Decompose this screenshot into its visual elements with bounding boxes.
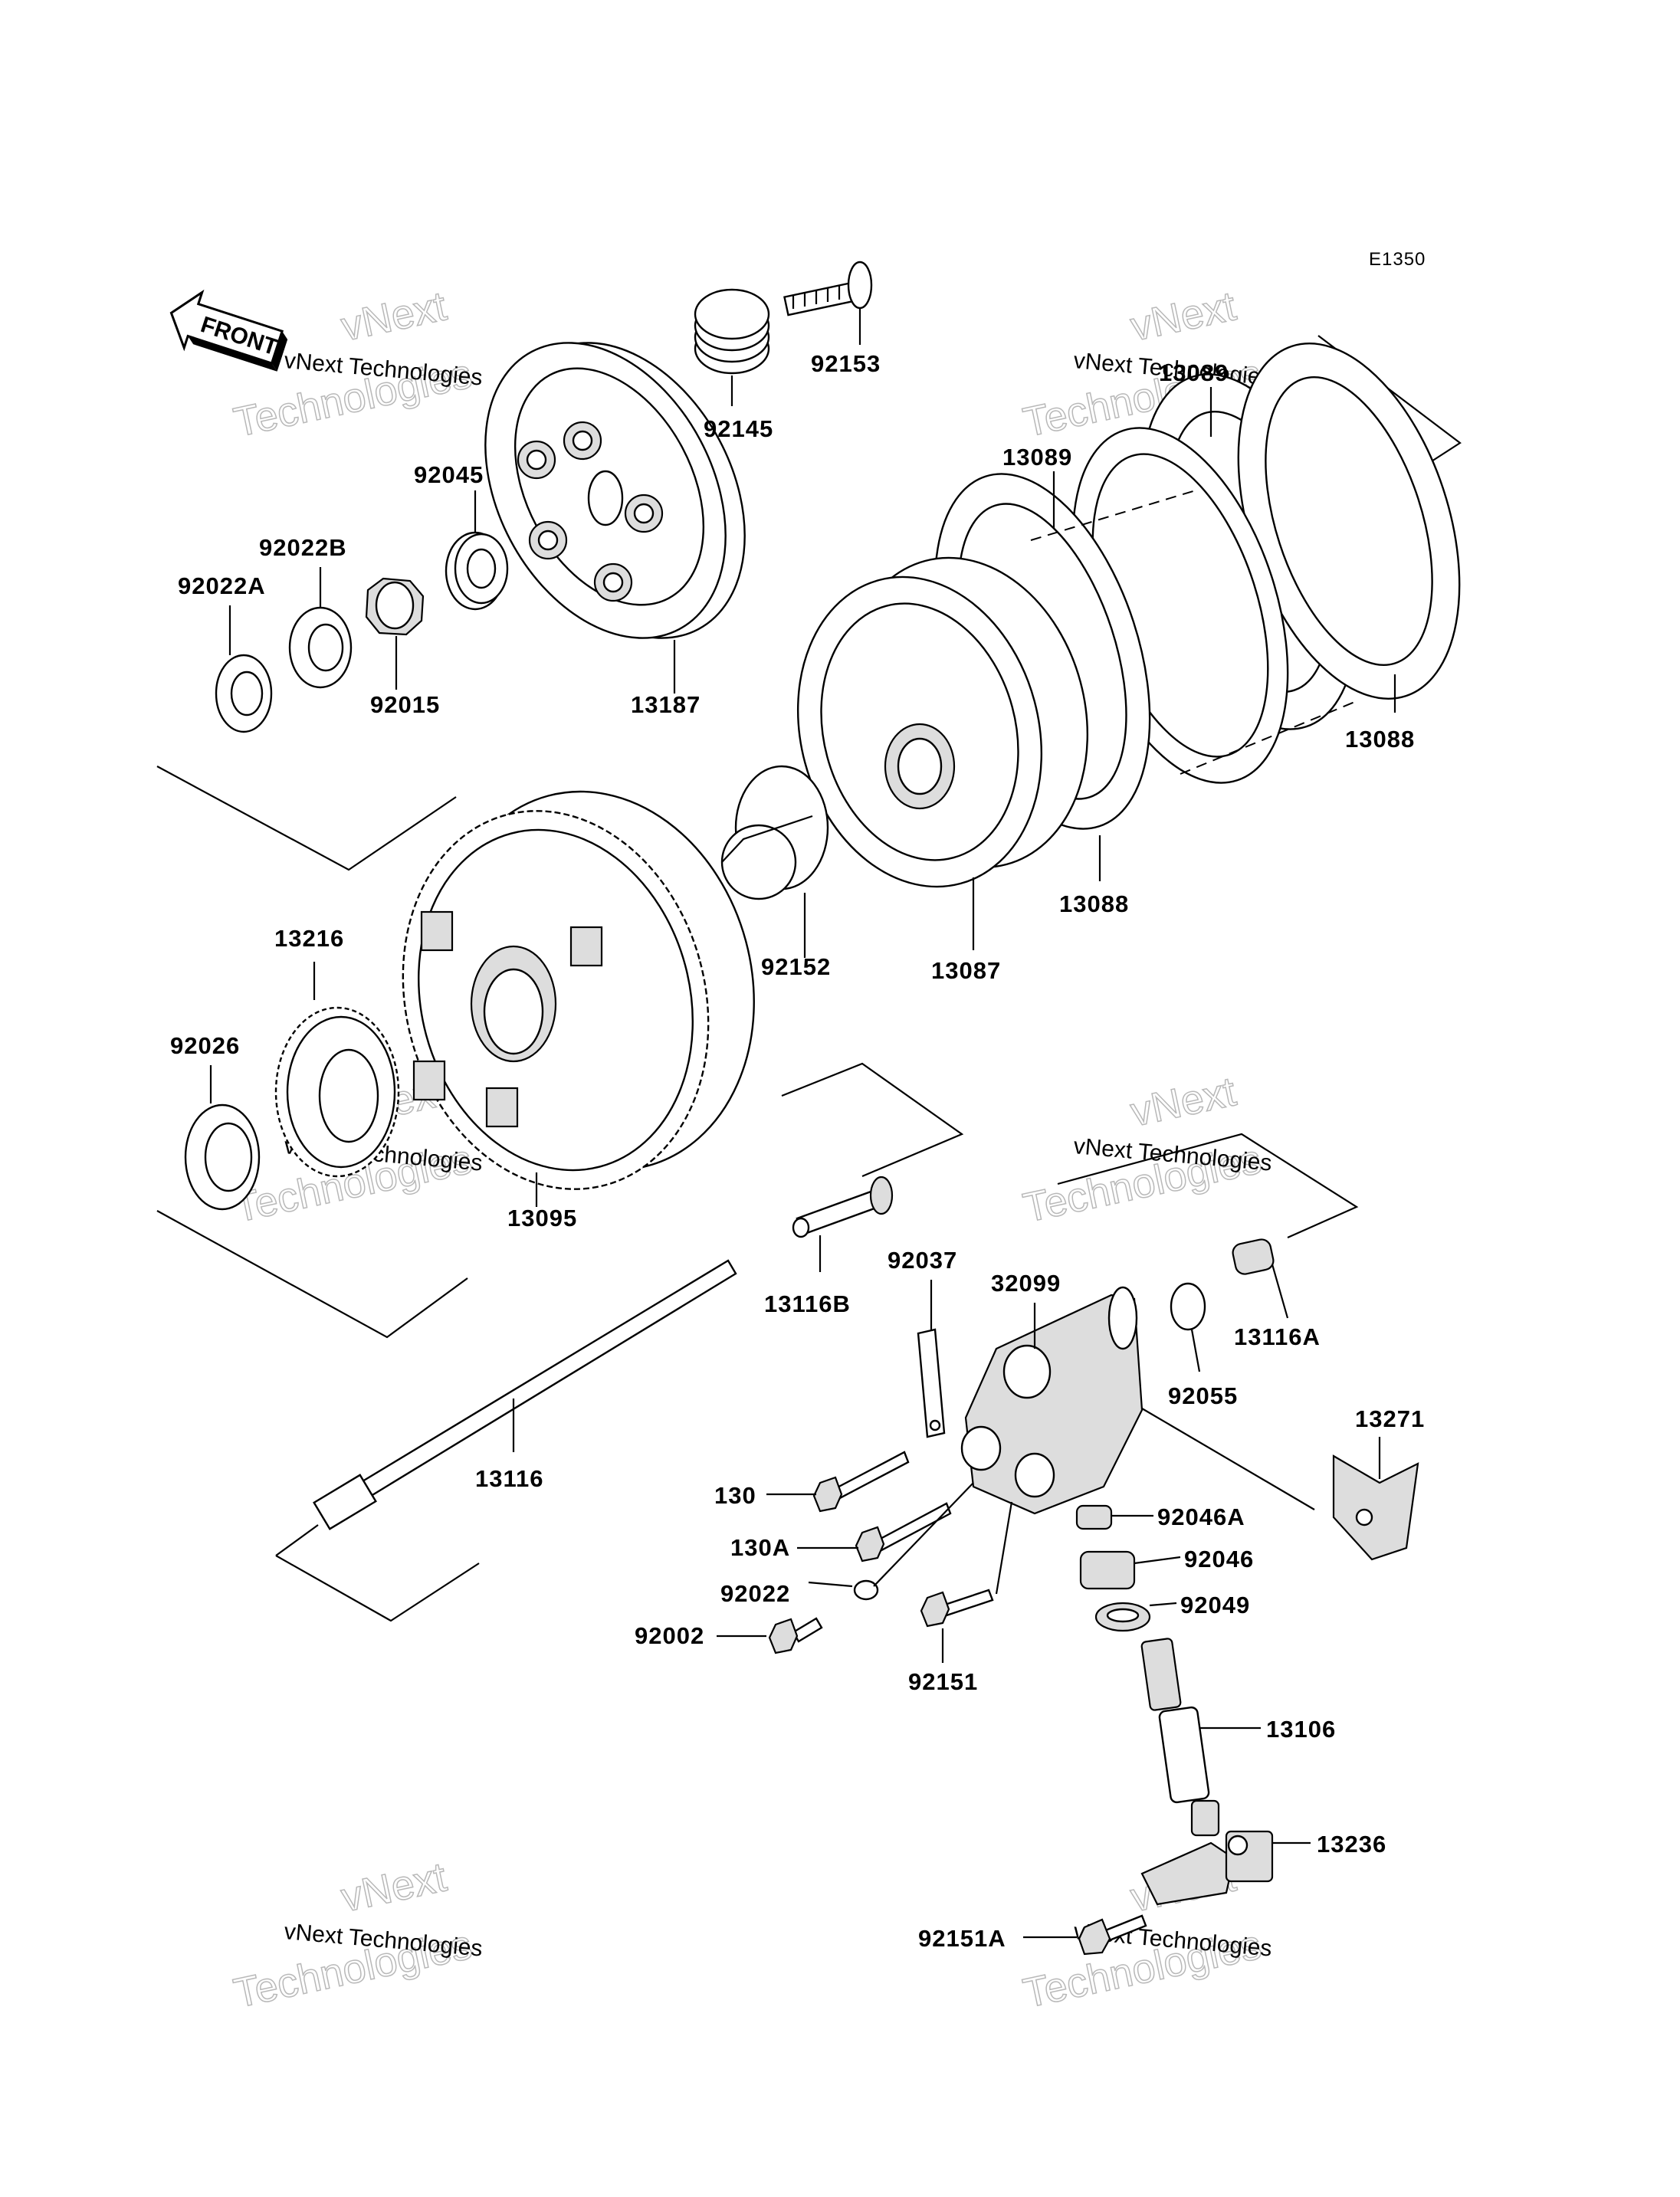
svg-text:vNext: vNext <box>337 1854 451 1920</box>
part-13116-push-rod <box>313 1259 737 1530</box>
label-92153[interactable]: 92153 <box>811 350 881 377</box>
part-92015-nut <box>365 577 425 690</box>
label-13106[interactable]: 13106 <box>1266 1716 1336 1743</box>
label-13216[interactable]: 13216 <box>274 925 344 952</box>
label-92022A[interactable]: 92022A <box>178 572 266 599</box>
part-13271-guide <box>1332 1437 1419 1561</box>
part-92045-bearing <box>445 490 509 611</box>
diagram-code: E1350 <box>1369 249 1426 270</box>
part-92145-spring <box>694 288 770 406</box>
label-13271[interactable]: 13271 <box>1355 1405 1425 1432</box>
part-92037-clamp <box>917 1280 946 1438</box>
part-92049-oil-seal <box>1094 1602 1177 1632</box>
label-92046[interactable]: 92046 <box>1184 1546 1254 1572</box>
label-92022B[interactable]: 92022B <box>259 534 347 561</box>
label-92152[interactable]: 92152 <box>761 953 831 980</box>
label-13088-right[interactable]: 13088 <box>1345 726 1415 753</box>
part-13106-release-shaft <box>1140 1638 1261 1837</box>
part-labels: 92153 92145 92045 92022B 92022A 92015 13… <box>170 350 1425 1952</box>
svg-text:vNext: vNext <box>337 283 451 349</box>
part-92002-bolt <box>717 1617 823 1654</box>
label-130[interactable]: 130 <box>714 1482 756 1509</box>
part-13087-clutch-hub <box>796 556 1089 950</box>
label-92026[interactable]: 92026 <box>170 1032 240 1059</box>
part-92055-o-ring <box>1170 1282 1206 1372</box>
part-92022A-washer <box>215 605 273 733</box>
part-13236-release-lever <box>1140 1830 1311 1906</box>
label-92151A[interactable]: 92151A <box>918 1925 1006 1952</box>
label-92046A[interactable]: 92046A <box>1157 1503 1245 1530</box>
label-13088[interactable]: 13088 <box>1059 890 1129 917</box>
label-92022[interactable]: 92022 <box>720 1580 790 1607</box>
label-92151[interactable]: 92151 <box>908 1668 978 1695</box>
part-92152-collar <box>720 765 829 958</box>
label-92049[interactable]: 92049 <box>1180 1592 1250 1618</box>
svg-text:vNext: vNext <box>1127 1068 1240 1135</box>
label-13089-top[interactable]: 13089 <box>1159 359 1229 386</box>
part-13116A-pin <box>1232 1238 1289 1319</box>
label-92145[interactable]: 92145 <box>704 415 773 442</box>
part-92151A-bolt <box>1023 1914 1147 1956</box>
part-130A-bolt <box>797 1502 952 1562</box>
part-92046A-needle-bearing <box>1075 1504 1153 1530</box>
part-13095-clutch-housing <box>402 790 755 1207</box>
label-13087[interactable]: 13087 <box>931 957 1001 984</box>
label-92037[interactable]: 92037 <box>888 1247 957 1274</box>
part-13187-pressure-plate <box>484 342 746 694</box>
label-13095[interactable]: 13095 <box>507 1205 577 1231</box>
label-13187[interactable]: 13187 <box>631 691 701 718</box>
part-92153-bolt <box>783 261 873 345</box>
label-92055[interactable]: 92055 <box>1168 1382 1238 1409</box>
label-130A[interactable]: 130A <box>730 1534 790 1561</box>
part-13216-gear <box>274 962 400 1178</box>
part-92022-washer <box>808 1482 974 1601</box>
label-13236[interactable]: 13236 <box>1317 1831 1386 1858</box>
label-13116A[interactable]: 13116A <box>1234 1323 1321 1350</box>
label-32099[interactable]: 32099 <box>991 1270 1061 1297</box>
label-92015[interactable]: 92015 <box>370 691 440 718</box>
part-32099-release-housing <box>960 1286 1144 1515</box>
part-130-bolt <box>766 1451 910 1513</box>
svg-text:vNext: vNext <box>1127 283 1240 349</box>
label-92045[interactable]: 92045 <box>414 461 484 488</box>
label-13116B[interactable]: 13116B <box>764 1290 851 1317</box>
part-92046-needle-bearing <box>1079 1550 1181 1590</box>
part-13116B-pin <box>792 1176 894 1272</box>
part-92022B-washer <box>288 567 353 689</box>
part-92026-washer <box>184 1065 261 1211</box>
part-92151-bolt <box>920 1501 1013 1663</box>
label-13116[interactable]: 13116 <box>475 1465 544 1492</box>
label-92002[interactable]: 92002 <box>635 1622 704 1649</box>
label-13089[interactable]: 13089 <box>1002 444 1072 471</box>
front-arrow-icon: FRONT <box>169 289 288 372</box>
